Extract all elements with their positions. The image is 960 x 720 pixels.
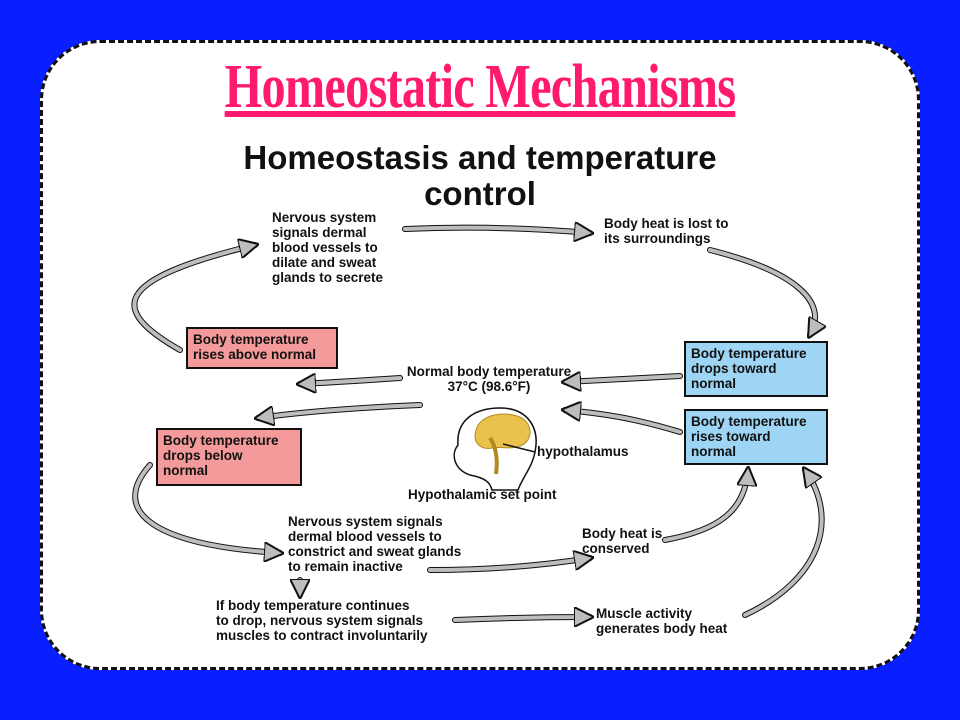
box-rises-toward-normal: Body temperature rises toward normal: [684, 409, 828, 465]
arrow-heat-lost-to-drops-toward: [707, 247, 818, 338]
brain-shape: [474, 413, 531, 449]
label-muscle-heat: Muscle activity generates body heat: [596, 606, 728, 636]
label-normal-temp: Normal body temperature 37°C (98.6°F): [406, 364, 572, 394]
slide-title: Homeostatic Mechanisms: [224, 53, 736, 121]
label-heat-lost: Body heat is lost to its surroundings: [604, 216, 729, 246]
figure-title: Homeostasis and temperature control: [243, 139, 717, 212]
label-heat-conserved: Body heat is conserved: [582, 526, 663, 556]
label-set-point: Hypothalamic set point: [408, 487, 557, 502]
box-drops-toward-normal: Body temperature drops toward normal: [684, 341, 828, 397]
label-hypothalamus: hypothalamus: [537, 444, 629, 459]
head-illustration: [453, 407, 537, 491]
label-nervous-constrict: Nervous system signals dermal blood vess…: [288, 514, 462, 574]
box-rises-above-normal: Body temperature rises above normal: [186, 327, 338, 369]
label-nervous-dilate: Nervous system signals dermal blood vess…: [272, 210, 384, 285]
box-drops-below-normal: Body temperature drops below normal: [156, 428, 302, 486]
label-continue-drop: If body temperature continues to drop, n…: [216, 598, 428, 643]
